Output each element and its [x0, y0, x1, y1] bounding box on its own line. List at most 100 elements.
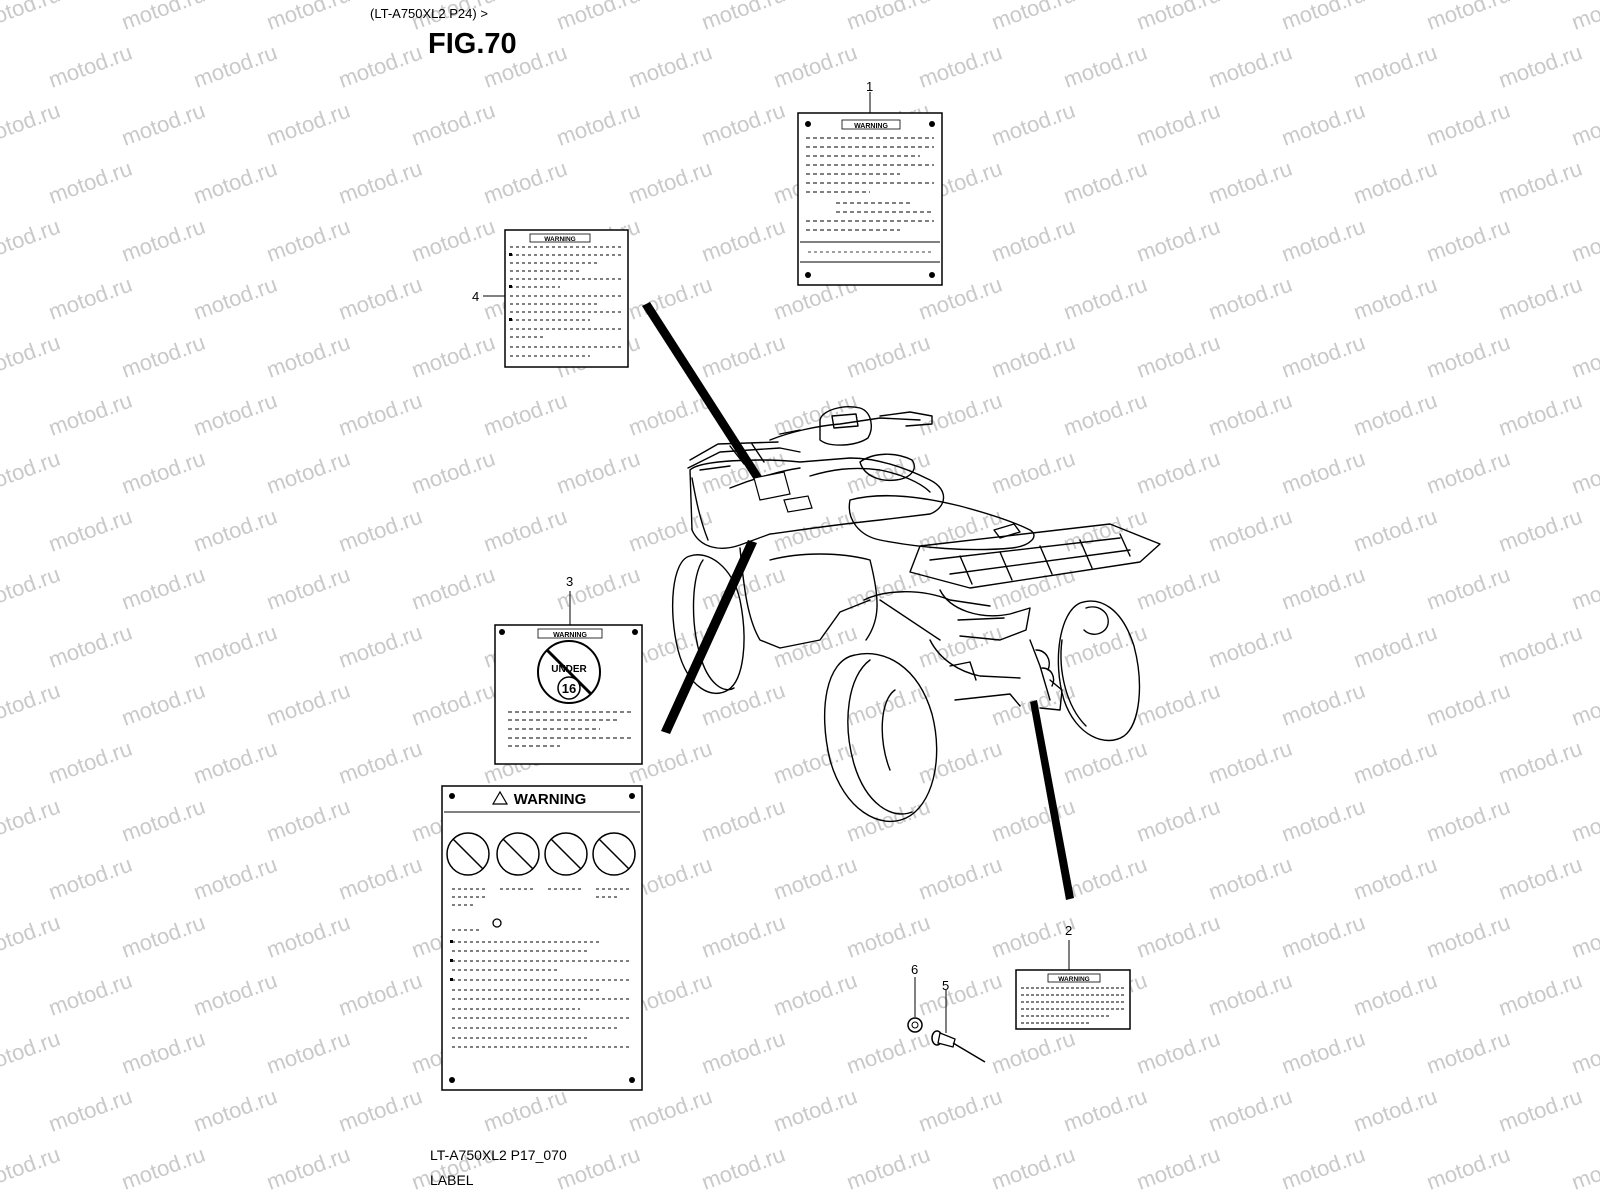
watermark-text: motod.ru [1278, 0, 1368, 35]
watermark-text: motod.ru [843, 0, 933, 35]
watermark-text: motod.ru [1205, 968, 1295, 1021]
watermark-text: motod.ru [190, 156, 280, 209]
watermark-text: motod.ru [1568, 678, 1600, 731]
watermark-text: motod.ru [1495, 1084, 1585, 1137]
watermark-text: motod.ru [553, 98, 643, 151]
watermark-text: motod.ru [1568, 562, 1600, 615]
watermark-text: motod.ru [698, 794, 788, 847]
watermark-text: motod.ru [1350, 156, 1440, 209]
watermark-text: motod.ru [1205, 156, 1295, 209]
watermark-text: motod.ru [1350, 620, 1440, 673]
watermark-text: motod.ru [45, 388, 135, 441]
label-3[interactable]: WARNING UNDER 16 [494, 624, 643, 765]
watermark-text: motod.ru [1568, 0, 1600, 35]
watermark-text: motod.ru [0, 214, 63, 267]
watermark-text: motod.ru [1278, 446, 1368, 499]
watermark-text: motod.ru [1133, 794, 1223, 847]
watermark-text: motod.ru [0, 1026, 63, 1079]
label-3-warning: WARNING [553, 632, 587, 639]
watermark-text: motod.ru [1278, 214, 1368, 267]
watermark-text: motod.ru [1205, 620, 1295, 673]
rivet-part-5[interactable] [931, 1030, 986, 1063]
watermark-text: motod.ru [770, 852, 860, 905]
watermark-text: motod.ru [118, 562, 208, 615]
watermark-text: motod.ru [1568, 1142, 1600, 1195]
watermark-text: motod.ru [1350, 1084, 1440, 1137]
watermark-text: motod.ru [118, 98, 208, 151]
watermark-text: motod.ru [408, 214, 498, 267]
watermark-text: motod.ru [915, 388, 1005, 441]
callout-4[interactable]: 4 [472, 289, 480, 304]
watermark-text: motod.ru [1205, 40, 1295, 93]
label-2[interactable]: WARNING [1015, 969, 1131, 1030]
watermark-text: motod.ru [45, 504, 135, 557]
watermark-text: motod.ru [1205, 272, 1295, 325]
watermark-text: motod.ru [1133, 98, 1223, 151]
callout-3[interactable]: 3 [566, 574, 574, 589]
watermark-text: motod.ru [408, 98, 498, 151]
label-3-large[interactable]: WARNING [441, 785, 643, 1091]
watermark-text: motod.ru [118, 1142, 208, 1195]
callout-2[interactable]: 2 [1065, 923, 1073, 938]
watermark-text: motod.ru [988, 330, 1078, 383]
watermark-text: motod.ru [1205, 852, 1295, 905]
watermark-text: motod.ru [625, 40, 715, 93]
leader-lines [642, 302, 1074, 900]
watermark-text: motod.ru [408, 562, 498, 615]
watermark-text: motod.ru [770, 968, 860, 1021]
watermark-text: motod.ru [118, 910, 208, 963]
watermark-text: motod.ru [1205, 1084, 1295, 1137]
watermark-text: motod.ru [988, 562, 1078, 615]
watermark-text: motod.ru [698, 910, 788, 963]
watermark-text: motod.ru [1060, 620, 1150, 673]
washer-part-6[interactable] [907, 1017, 923, 1033]
watermark-text: motod.ru [1060, 272, 1150, 325]
watermark-text: motod.ru [988, 0, 1078, 35]
watermark-text: motod.ru [263, 214, 353, 267]
label-2-warning: WARNING [1058, 976, 1089, 983]
atv-illustration [671, 406, 1161, 823]
watermark-text: motod.ru [1278, 98, 1368, 151]
watermark-text: motod.ru [190, 1084, 280, 1137]
watermark-text: motod.ru [1060, 40, 1150, 93]
watermark-text: motod.ru [1278, 678, 1368, 731]
watermark-text: motod.ru [1495, 156, 1585, 209]
watermark-text: motod.ru [1568, 330, 1600, 383]
watermark-text: motod.ru [263, 794, 353, 847]
under-text: UNDER [551, 664, 587, 675]
callout-6[interactable]: 6 [911, 962, 919, 977]
watermark-text: motod.ru [263, 562, 353, 615]
watermark-text: motod.ru [1423, 678, 1513, 731]
watermark-text: motod.ru [118, 330, 208, 383]
watermark-text: motod.ru [1423, 562, 1513, 615]
watermark-text: motod.ru [0, 1142, 63, 1195]
watermark-text: motod.ru [1133, 214, 1223, 267]
watermark-text: motod.ru [480, 388, 570, 441]
age-text: 16 [562, 681, 576, 696]
label-4[interactable]: WARNING [504, 229, 629, 368]
watermark-text: motod.ru [1133, 1142, 1223, 1195]
diagram-code: LT-A750XL2 P17_070 [430, 1147, 567, 1163]
watermark-text: motod.ru [1133, 446, 1223, 499]
watermark-text: motod.ru [1133, 562, 1223, 615]
label-1[interactable]: WARNING [797, 112, 943, 286]
watermark-text: motod.ru [0, 794, 63, 847]
watermark-text: motod.ru [335, 156, 425, 209]
watermark-text: motod.ru [335, 272, 425, 325]
callout-5[interactable]: 5 [942, 978, 950, 993]
watermark-text: motod.ru [335, 736, 425, 789]
watermark-text: motod.ru [118, 214, 208, 267]
watermark-text: motod.ru [1423, 794, 1513, 847]
watermark-text: motod.ru [770, 620, 860, 673]
watermark-text: motod.ru [263, 330, 353, 383]
watermark-text: motod.ru [1568, 910, 1600, 963]
watermark-text: motod.ru [263, 678, 353, 731]
callout-1[interactable]: 1 [866, 79, 874, 94]
watermark-text: motod.ru [0, 98, 63, 151]
watermark-text: motod.ru [1133, 910, 1223, 963]
watermark-text: motod.ru [190, 968, 280, 1021]
watermark-text: motod.ru [263, 1026, 353, 1079]
watermark-text: motod.ru [335, 968, 425, 1021]
watermark-text: motod.ru [698, 0, 788, 35]
